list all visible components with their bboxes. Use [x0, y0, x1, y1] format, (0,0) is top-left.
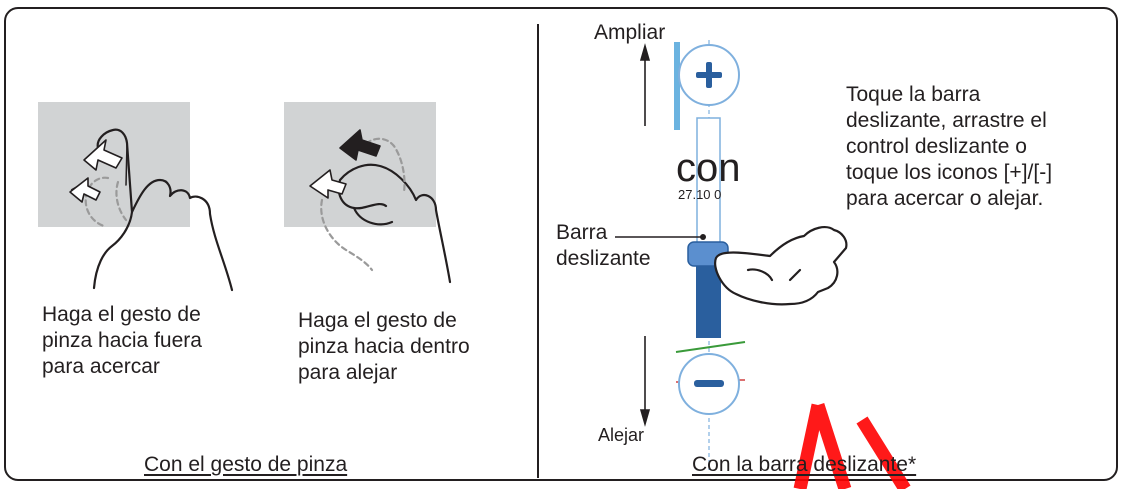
bar-leader-dot: [700, 234, 706, 240]
zoom-in-label: Ampliar: [594, 21, 666, 44]
map-edge-strip: [674, 42, 680, 130]
slider-bar-label: Barra deslizante: [556, 221, 651, 270]
watermark-icon: [793, 403, 911, 489]
map-contour-line: [675, 341, 746, 353]
tap-hand-icon: [714, 226, 848, 306]
zoom-out-arrow-icon: [639, 336, 651, 427]
zoom-in-arrow-icon: [639, 43, 651, 126]
map-label-text: con: [676, 146, 741, 190]
plus-icon: [678, 44, 740, 106]
screen-area-zoom-out: [284, 102, 436, 227]
zoom-out-label: Alejar: [598, 425, 645, 445]
pinch-in-caption: Haga el gesto de pinza hacia dentro para…: [298, 309, 470, 384]
map-number-text: 27.10 0: [678, 187, 722, 202]
minus-icon: [678, 353, 740, 415]
pinch-out-caption: Haga el gesto de pinza hacia fuera para …: [42, 303, 202, 378]
diagram-frame: [4, 7, 1118, 481]
pinch-in-arrow-icon: [309, 129, 381, 199]
section-divider: [537, 24, 539, 478]
slider-section-title: Con la barra deslizante*: [692, 453, 917, 476]
slider-instruction: Toque la barra deslizante, arrastre el c…: [846, 83, 1053, 210]
pinch-section-title: Con el gesto de pinza: [144, 453, 348, 476]
pinch-out-arrow-icon: [69, 139, 123, 203]
